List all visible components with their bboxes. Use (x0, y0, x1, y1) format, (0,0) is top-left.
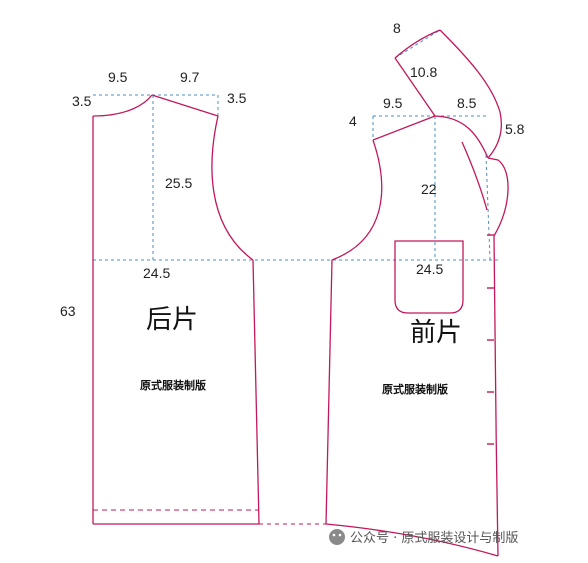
front-neck-rise-label: 4 (349, 113, 357, 129)
front-piece: 8 10.8 9.5 8.5 4 5.8 22 24.5 前片 原式服装制版 (325, 20, 525, 557)
front-guides (372, 29, 491, 261)
front-chest-width-label: 24.5 (416, 261, 443, 277)
back-piece-title: 后片 (146, 305, 198, 335)
back-shoulder-drop-label: 3.5 (227, 90, 247, 106)
front-edge-marks (487, 234, 494, 445)
front-piece-title: 前片 (410, 318, 462, 348)
back-outline (92, 94, 260, 525)
back-neck-drop-label: 3.5 (72, 93, 92, 109)
front-collar-stand-label: 5.8 (505, 121, 525, 137)
front-outline (325, 29, 509, 557)
front-shoulder-width-label: 9.5 (383, 95, 403, 111)
front-collar-top-label: 8 (393, 20, 401, 36)
watermark-text: 公众号 · 原式服装设计与制版 (350, 531, 518, 546)
back-neck-width-label: 9.5 (108, 69, 128, 85)
wechat-icon (329, 529, 345, 545)
back-chest-width-label: 24.5 (143, 265, 170, 281)
back-armhole-depth-label: 25.5 (165, 175, 192, 191)
watermark: 公众号 · 原式服装设计与制版 (329, 529, 518, 546)
front-brand-label: 原式服装制版 (382, 382, 448, 396)
front-collar-width-label: 10.8 (410, 64, 437, 80)
back-shoulder-width-label: 9.7 (180, 69, 200, 85)
back-guides (93, 94, 500, 261)
front-pocket (394, 240, 464, 314)
front-armhole-depth-label: 22 (421, 181, 437, 197)
back-brand-label: 原式服装制版 (140, 378, 206, 392)
front-neck-width-label: 8.5 (457, 95, 477, 111)
back-length-label: 63 (60, 303, 76, 319)
back-piece: 3.5 9.5 9.7 3.5 25.5 24.5 63 后片 原式服装制版 (60, 69, 500, 525)
